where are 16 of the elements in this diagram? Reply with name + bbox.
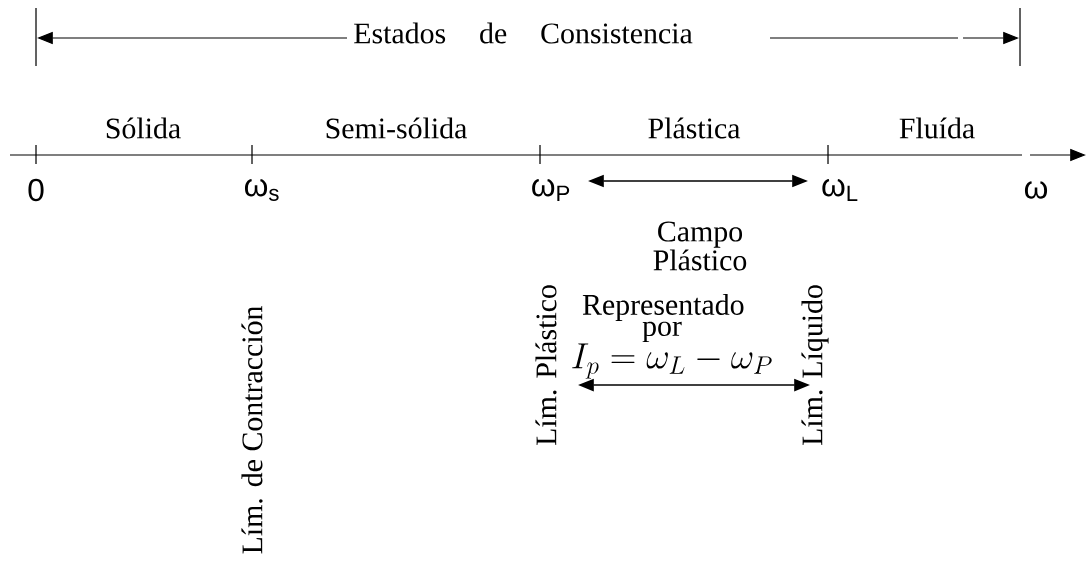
axis-value: ω — [1024, 181, 1048, 199]
state-label: Semi-sólida — [326, 117, 467, 139]
formula: $I_p = \omega_L - \omega_P$ — [572, 343, 772, 379]
state-label: Sólida — [106, 117, 181, 139]
limit-label: Lím. de Contracción — [241, 306, 263, 554]
axis-value: ω$_{L}$ — [822, 179, 858, 201]
state-label: Plástica — [648, 117, 741, 139]
heading: Estados de Consistencia — [354, 22, 693, 44]
note-text: Representado por — [582, 293, 744, 343]
range-label: Campo Plástico — [653, 221, 747, 271]
limit-label: Lím. Líquido — [801, 285, 829, 446]
axis-value: 0 — [28, 178, 44, 202]
limit-label: Lím. Plástico — [535, 285, 557, 446]
state-label: Fluída — [899, 117, 975, 139]
axis-value: ω$_{P}$ — [532, 179, 570, 201]
axis-value: ω$_{s}$ — [244, 179, 279, 201]
